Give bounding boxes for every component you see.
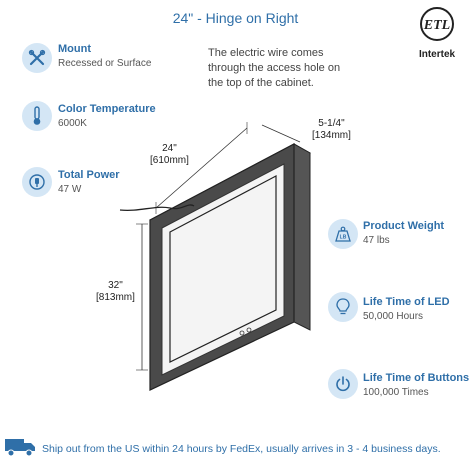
etl-mark-icon: ETL [420,7,454,41]
wire-note: The electric wire comes through the acce… [208,47,341,89]
product-weight-label: Product Weight [363,220,445,232]
certification-label: Intertek [418,49,456,60]
shipping-info: Ship out from the US within 24 hours by … [42,443,441,455]
height-dimension-label: 32" [813mm] [96,280,135,304]
height-mm: [813mm] [96,292,135,303]
depth-inches: 5-1/4" [318,118,345,129]
mount-value: Recessed or Surface [58,58,152,69]
certification-badge: ETL Intertek [412,6,462,60]
buttons-lifetime-label: Life Time of Buttons [363,372,470,384]
product-weight-feature: Product Weight 47 lbs [363,220,444,246]
height-inches: 32" [108,280,123,291]
touch-button-2 [246,327,252,333]
buttons-lifetime-value: 100,000 Times [363,387,429,398]
color-temperature-feature: Color Temperature 6000K [58,103,156,129]
width-dimension-line [155,127,248,209]
width-dimension-label: 24" [610mm] [150,143,189,167]
delivery-truck-icon [5,439,35,457]
led-lifetime-feature: Life Time of LED 50,000 Hours [363,296,450,322]
mount-label: Mount [58,43,91,55]
thermometer-icon [33,106,41,125]
cabinet-side-face [293,143,311,331]
buttons-lifetime-feature: Life Time of Buttons 100,000 Times [363,372,469,398]
color-temperature-value: 6000K [58,118,87,129]
depth-mm: [134mm] [312,130,351,141]
electric-wire [119,204,195,212]
led-lifetime-value: 50,000 Hours [363,311,424,322]
color-temperature-icon-wrap [22,101,52,131]
product-weight-icon-wrap: LB [328,219,358,249]
tools-icon [28,49,46,66]
weight-icon: LB [335,226,351,242]
page-title: 24" - Hinge on Right [172,10,299,26]
depth-dimension-line [261,124,301,143]
buttons-lifetime-icon-wrap [328,369,358,399]
width-inches: 24" [162,143,177,154]
product-weight-value: 47 lbs [363,235,390,246]
led-frame [169,175,277,363]
total-power-label: Total Power [58,169,120,181]
power-button-icon [336,376,350,392]
svg-text:LB: LB [340,235,347,241]
light-bulb-icon [336,298,350,315]
depth-dimension-label: 5-1/4" [134mm] [312,118,351,142]
total-power-icon-wrap [22,167,52,197]
width-mm: [610mm] [150,155,189,166]
total-power-feature: Total Power 47 W [58,169,120,195]
mirror-panel [161,163,285,376]
power-plug-icon [29,174,45,190]
cabinet-diagram [119,122,312,391]
mount-feature: Mount Recessed or Surface [58,43,151,69]
touch-button-1 [239,330,245,336]
led-lifetime-label: Life Time of LED [363,296,450,308]
mount-feature-icon-wrap [22,43,52,73]
color-temperature-label: Color Temperature [58,103,156,115]
total-power-value: 47 W [58,184,82,195]
led-lifetime-icon-wrap [328,292,358,322]
etl-mark-text: ETL [423,18,450,33]
